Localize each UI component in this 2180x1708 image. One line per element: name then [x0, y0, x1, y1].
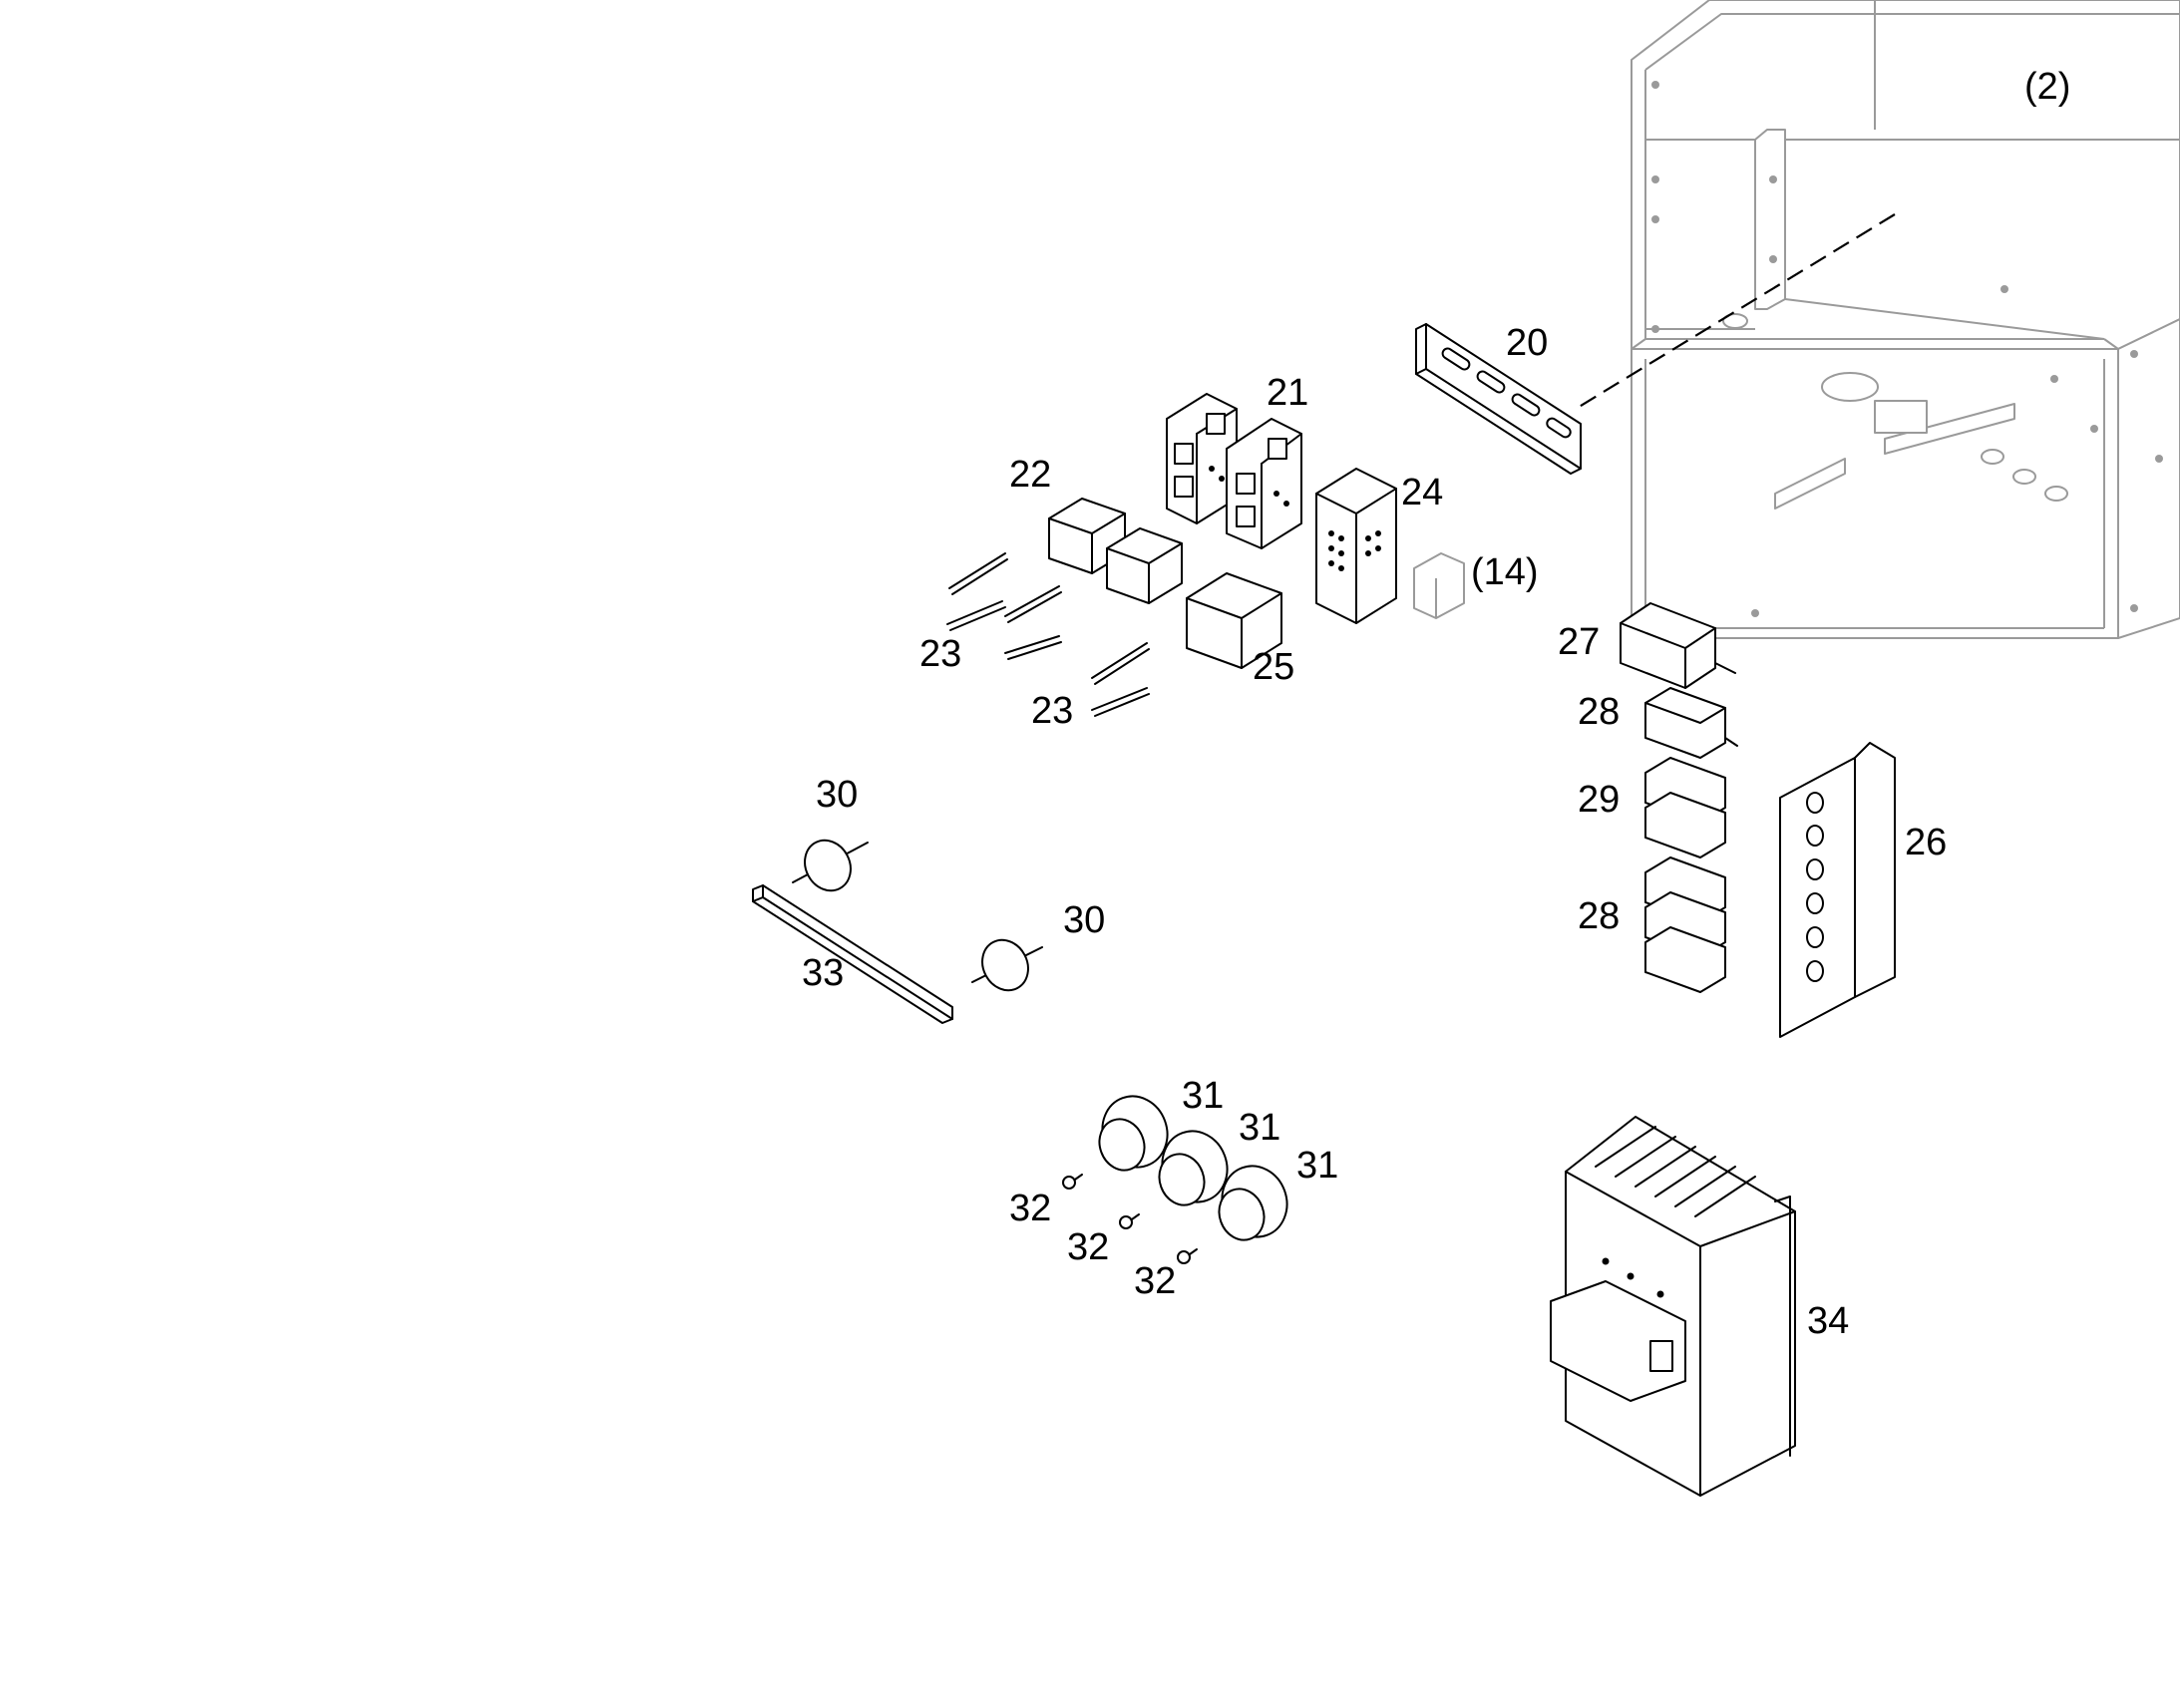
cable-bushing-1 — [792, 839, 869, 892]
callout-33: 33 — [802, 952, 845, 994]
callout-23a: 23 — [919, 633, 962, 675]
callout-28a: 28 — [1578, 691, 1621, 733]
callout-22: 22 — [1009, 454, 1052, 496]
callout-32b: 32 — [1067, 1226, 1110, 1268]
callout-32a: 32 — [1009, 1188, 1052, 1229]
callout-34: 34 — [1807, 1300, 1850, 1342]
callout-21: 21 — [1267, 372, 1309, 414]
callout-2: (2) — [2024, 66, 2071, 108]
callout-30a: 30 — [816, 774, 859, 816]
terminal-bar — [752, 884, 953, 1024]
callout-31a: 31 — [1182, 1075, 1225, 1117]
retaining-clips — [946, 552, 1150, 717]
control-knob-1 — [1098, 1095, 1169, 1172]
enclosure-box — [1631, 0, 2180, 639]
din-rail-assembly-line — [1575, 213, 1896, 410]
callout-30b: 30 — [1063, 899, 1106, 941]
relay-socket-2 — [1226, 418, 1302, 549]
din-rail — [1415, 323, 1582, 475]
callout-28b: 28 — [1578, 895, 1621, 937]
callout-24: 24 — [1401, 472, 1444, 513]
control-knob-3 — [1218, 1165, 1288, 1241]
end-clip — [1413, 552, 1465, 619]
callout-32c: 32 — [1134, 1260, 1177, 1302]
callout-23b: 23 — [1031, 690, 1074, 732]
cable-bushing-2 — [971, 938, 1043, 992]
callout-27: 27 — [1558, 621, 1601, 663]
callout-20: 20 — [1506, 322, 1549, 364]
relay-socket-large — [1315, 468, 1397, 624]
speed-controller — [1550, 1116, 1796, 1497]
callout-31b: 31 — [1239, 1107, 1281, 1149]
callout-29: 29 — [1578, 779, 1621, 821]
circuit-breakers — [1620, 602, 1738, 993]
callout-25: 25 — [1253, 646, 1295, 688]
relay-large — [1186, 572, 1282, 669]
screws — [1062, 1174, 1198, 1264]
callout-31c: 31 — [1296, 1145, 1339, 1187]
control-knob-2 — [1158, 1130, 1229, 1206]
callout-14: (14) — [1471, 551, 1539, 593]
callout-26: 26 — [1905, 822, 1948, 863]
relay-2 — [1106, 527, 1183, 604]
mounting-plate — [1779, 742, 1896, 1038]
